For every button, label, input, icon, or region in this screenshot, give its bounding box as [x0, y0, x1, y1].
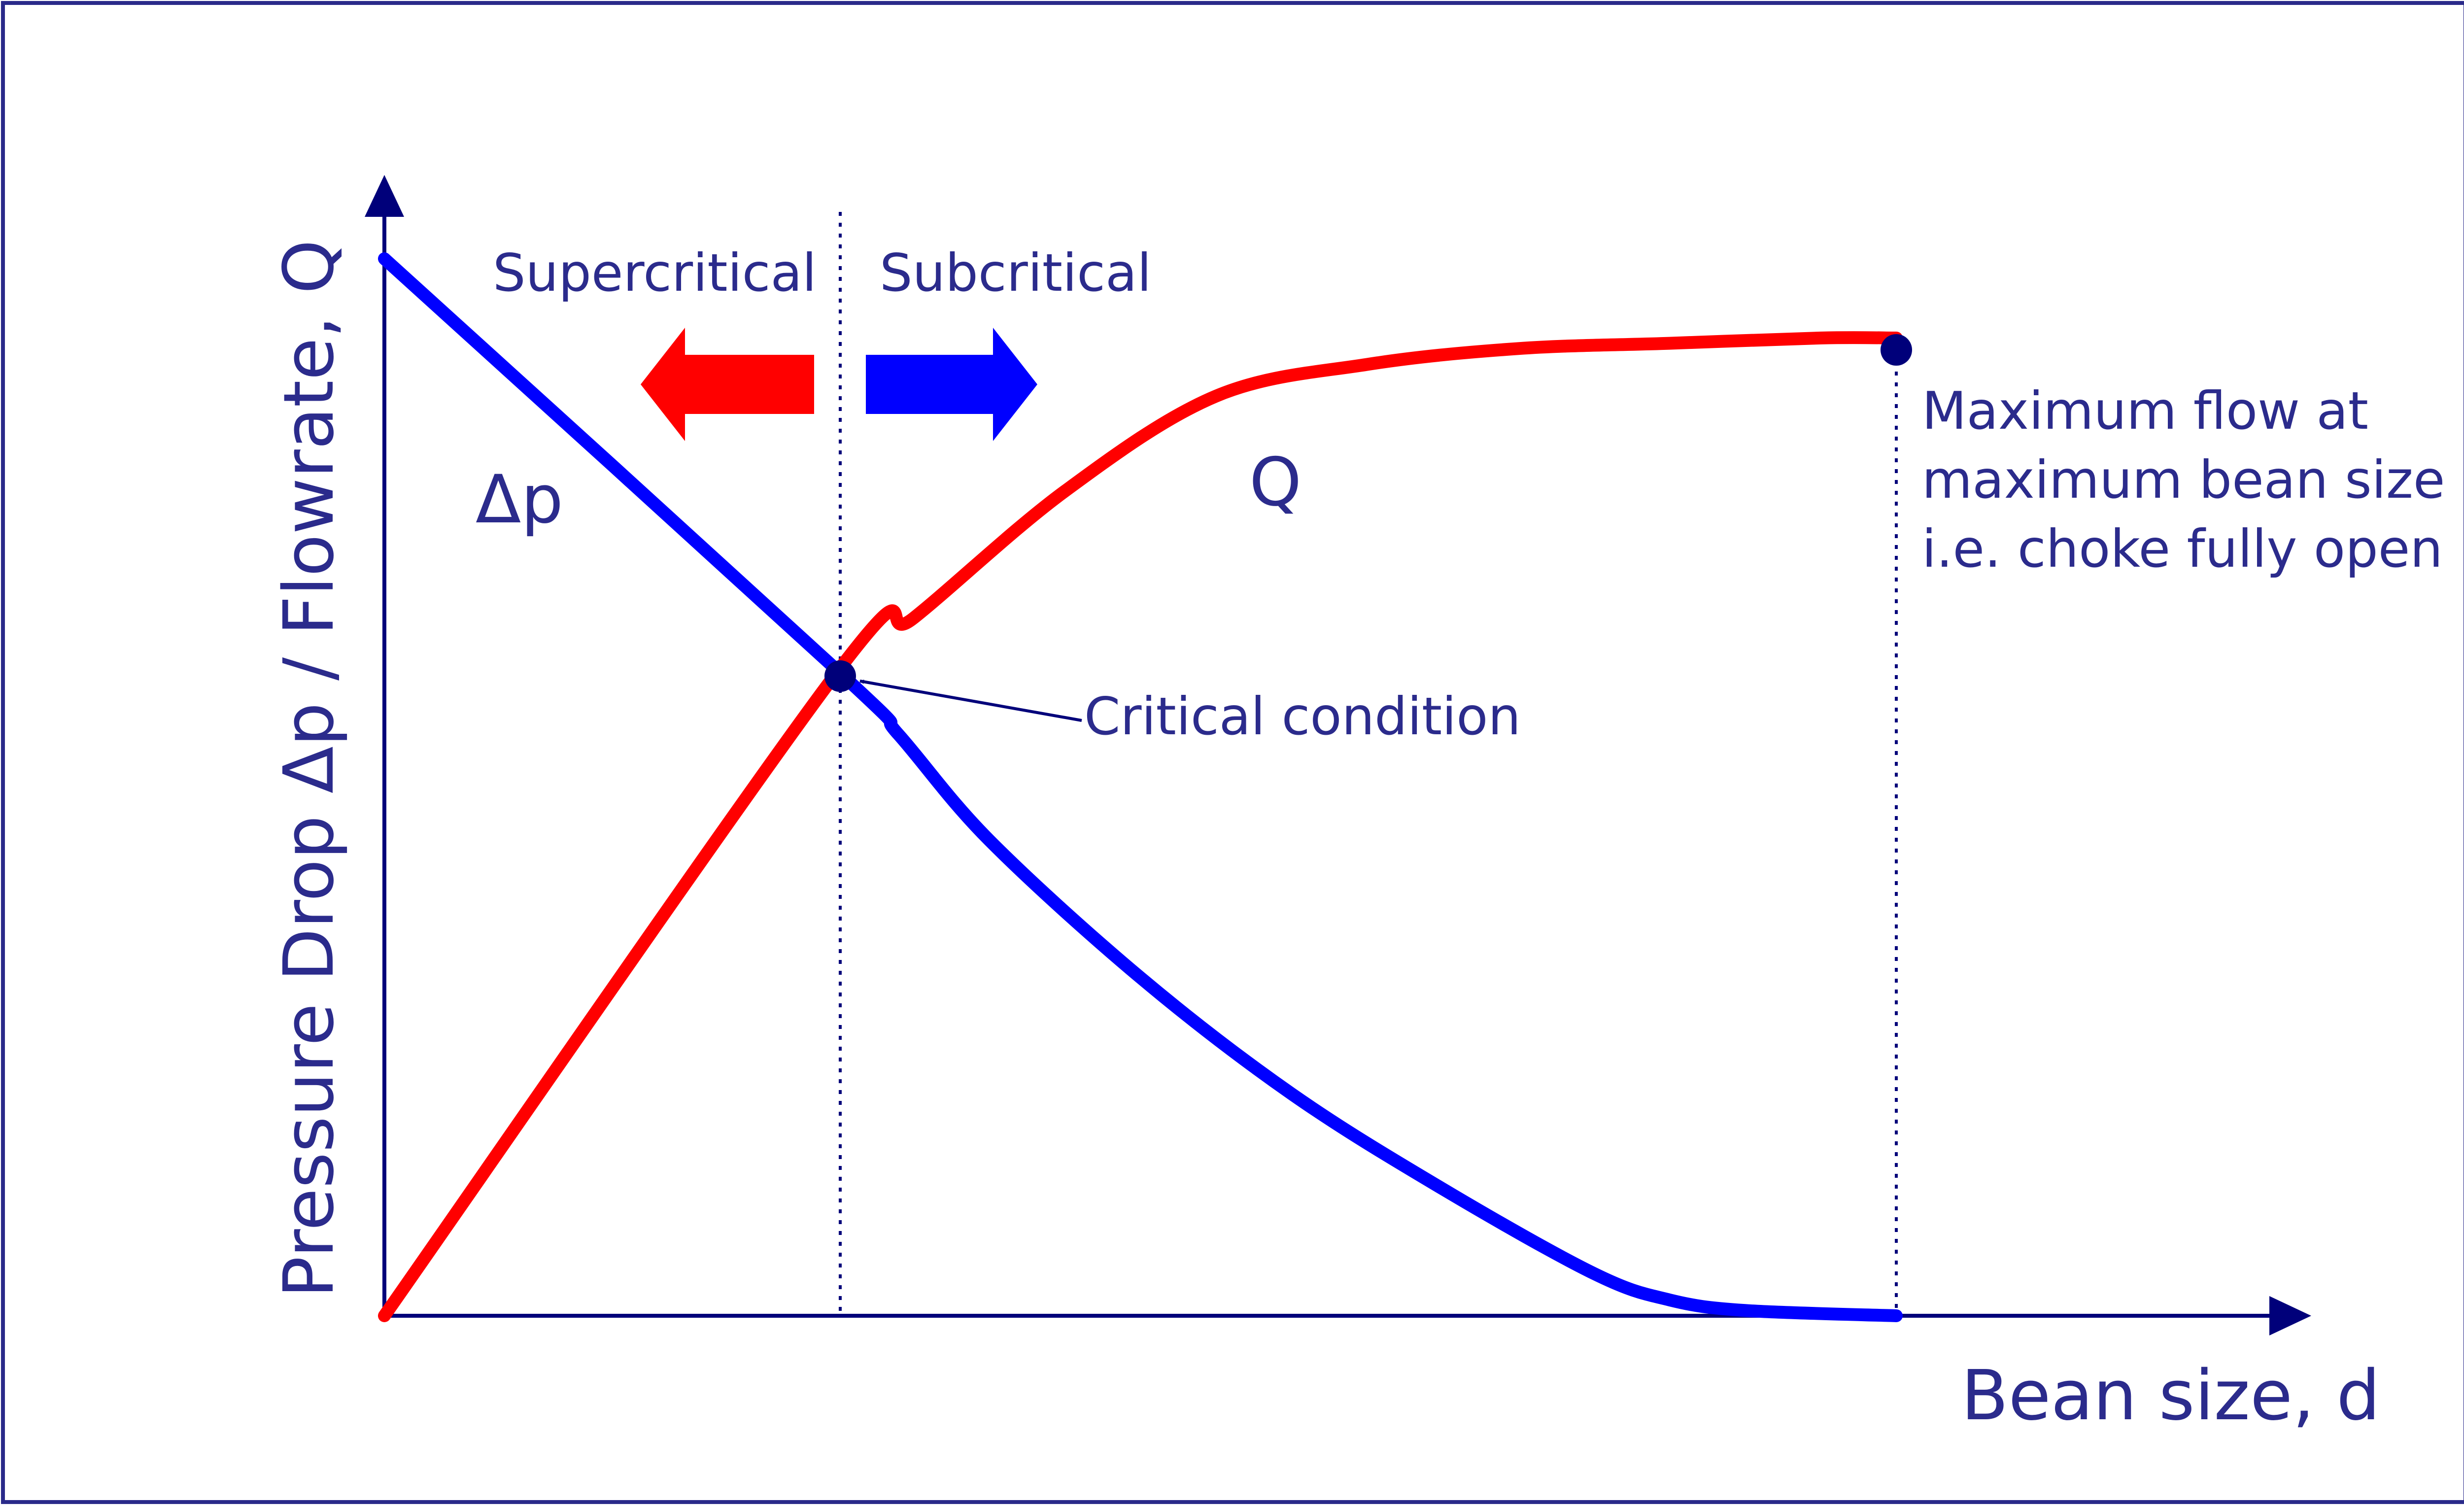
critical-condition-leader: [859, 679, 1082, 722]
max-flow-label-line-1: Maximum flow at: [1922, 381, 2368, 441]
delta-p-series-label: Δp: [476, 461, 563, 538]
y-axis-arrowhead: [365, 175, 404, 217]
max-flow-label-line-2: maximum bean size: [1922, 450, 2445, 510]
max-flow-label-line-3: i.e. choke fully open: [1922, 519, 2443, 579]
supercritical-label: Supercritical: [493, 243, 817, 303]
critical-condition-label: Critical condition: [1084, 686, 1521, 747]
x-axis-arrowhead: [2269, 1296, 2311, 1335]
subcritical-arrow: [866, 328, 1037, 441]
critical-point-marker: [824, 660, 856, 692]
y-axis-label: Pressure Drop Δp / Flowrate, Q: [269, 239, 349, 1298]
subcritical-label: Subcritical: [880, 243, 1152, 303]
supercritical-arrow: [641, 328, 814, 441]
x-axis-label: Bean size, d: [1961, 1356, 2380, 1436]
max-flow-point-marker: [1881, 334, 1912, 366]
flowrate-curve: [378, 331, 1903, 1322]
axes: [365, 175, 2311, 1335]
pressure-drop-curve: [378, 252, 1903, 1322]
q-series-label: Q: [1249, 444, 1301, 521]
